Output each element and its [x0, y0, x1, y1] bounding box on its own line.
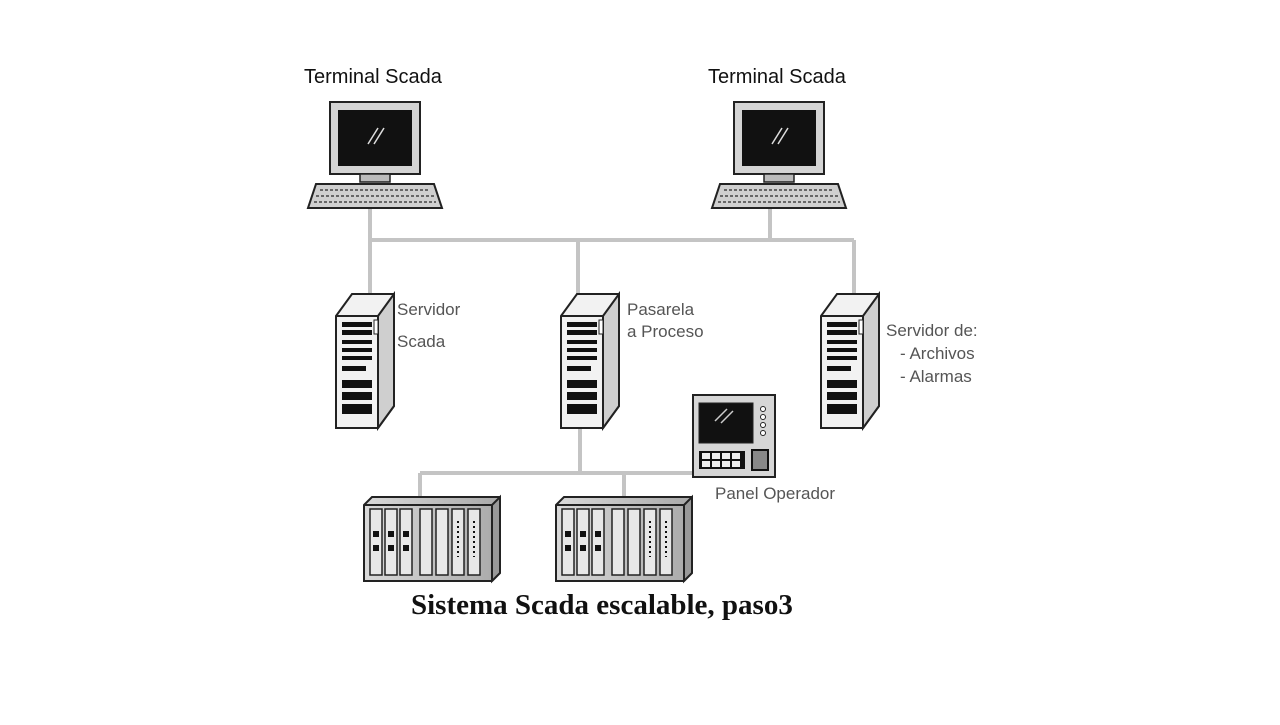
archive-server-icon [820, 290, 880, 432]
gateway-label-line2: a Proceso [627, 322, 704, 341]
archive-server-label-line2: - Archivos [900, 344, 975, 363]
gateway-icon [560, 290, 620, 432]
server-scada-label-line1: Servidor [397, 300, 461, 319]
terminal-1-label: Terminal Scada [304, 66, 442, 88]
terminal-2-icon [710, 101, 848, 209]
server-scada-label-line2: Scada [397, 332, 446, 351]
gateway-label-line1: Pasarela [627, 300, 695, 319]
plc-rack-1-icon [363, 494, 501, 584]
terminal-2-label: Terminal Scada [708, 66, 846, 88]
diagram-caption: Sistema Scada escalable, paso3 [411, 589, 793, 621]
network-lines [368, 207, 856, 498]
operator-panel-icon [692, 394, 776, 478]
archive-server-label-line1: Servidor de: [886, 321, 978, 340]
terminal-1-icon [306, 101, 444, 209]
server-scada-icon [335, 290, 395, 432]
plc-rack-2-icon [555, 494, 693, 584]
archive-server-label-line3: - Alarmas [900, 367, 972, 386]
operator-panel-label: Panel Operador [715, 484, 836, 503]
